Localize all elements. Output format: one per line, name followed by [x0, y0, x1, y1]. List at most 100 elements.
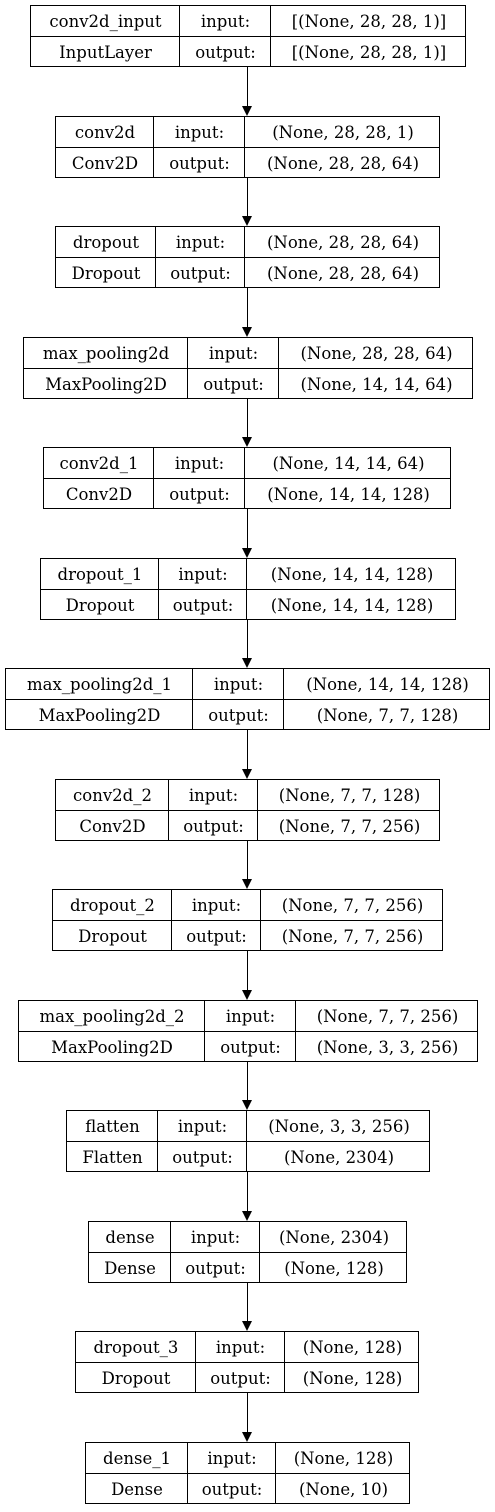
row-divider	[56, 810, 439, 811]
input-shape: [(None, 28, 28, 1)]	[291, 12, 447, 31]
arrowhead-icon	[242, 990, 252, 1000]
layer-name: max_pooling2d_1	[26, 675, 173, 694]
edge-arrow-line	[246, 1283, 248, 1322]
output-label: output:	[210, 1369, 271, 1388]
edge-arrow-line	[246, 730, 248, 770]
input-shape: (None, 28, 28, 64)	[266, 233, 420, 252]
edge-arrow-line	[246, 841, 248, 880]
output-shape: (None, 7, 7, 128)	[316, 706, 459, 725]
input-label: input:	[190, 1228, 241, 1247]
arrowhead-icon	[242, 106, 252, 116]
layer-type: MaxPooling2D	[38, 706, 161, 725]
layer-name: conv2d_1	[59, 454, 139, 473]
arrowhead-icon	[242, 1321, 252, 1331]
row-divider	[56, 257, 439, 258]
input-label: input:	[177, 1117, 228, 1136]
output-label: output:	[201, 1480, 263, 1499]
layer-type: Conv2D	[65, 485, 133, 504]
output-label: output:	[186, 927, 247, 946]
input-label: input:	[178, 565, 228, 584]
layer-name: dense_1	[103, 1449, 171, 1468]
output-label: output:	[172, 1148, 233, 1167]
row-divider	[44, 478, 450, 479]
row-divider	[31, 36, 465, 37]
input-shape: (None, 2304)	[278, 1228, 390, 1247]
arrowhead-icon	[242, 548, 252, 558]
layer-name: dropout_1	[57, 565, 143, 584]
arrowhead-icon	[242, 658, 252, 668]
output-shape: (None, 14, 14, 128)	[267, 485, 430, 504]
layer-type: Dense	[104, 1259, 156, 1278]
layer-name: max_pooling2d_2	[39, 1007, 185, 1026]
output-label: output:	[203, 375, 264, 394]
output-label: output:	[185, 1259, 246, 1278]
output-shape: (None, 7, 7, 256)	[278, 817, 421, 836]
input-label: input:	[188, 786, 239, 805]
arrowhead-icon	[242, 879, 252, 889]
input-shape: (None, 14, 14, 128)	[306, 675, 469, 694]
output-label: output:	[169, 154, 230, 173]
layer-name: conv2d_2	[73, 786, 152, 805]
row-divider	[41, 589, 455, 590]
output-shape: (None, 28, 28, 64)	[266, 264, 420, 283]
input-label: input:	[175, 233, 226, 252]
layer-name: dropout	[72, 233, 140, 252]
layer-type: Dropout	[71, 264, 141, 283]
input-shape: (None, 128)	[293, 1449, 394, 1468]
input-shape: (None, 3, 3, 256)	[268, 1117, 410, 1136]
output-shape: (None, 14, 14, 64)	[300, 375, 453, 394]
layer-name: conv2d_input	[49, 12, 162, 31]
edge-arrow-line	[246, 620, 248, 659]
output-shape: (None, 3, 3, 256)	[316, 1038, 459, 1057]
output-label: output:	[220, 1038, 281, 1057]
layer-type: Conv2D	[79, 817, 146, 836]
output-label: output:	[195, 43, 256, 62]
layer-type: MaxPooling2D	[45, 375, 167, 394]
edge-arrow-line	[246, 1172, 248, 1212]
arrowhead-icon	[242, 216, 252, 226]
row-divider	[56, 147, 439, 148]
arrowhead-icon	[242, 1211, 252, 1221]
row-divider	[24, 368, 472, 369]
layer-name: conv2d	[74, 123, 136, 142]
input-shape: (None, 7, 7, 256)	[281, 896, 424, 915]
layer-type: Dense	[111, 1480, 163, 1499]
output-shape: (None, 14, 14, 128)	[270, 596, 434, 615]
input-label: input:	[207, 1449, 257, 1468]
input-shape: (None, 7, 7, 128)	[278, 786, 421, 805]
layer-name: dropout_3	[93, 1338, 179, 1357]
input-shape: (None, 14, 14, 64)	[272, 454, 425, 473]
output-label: output:	[208, 706, 269, 725]
output-label: output:	[170, 264, 231, 283]
edge-arrow-line	[246, 1393, 248, 1433]
output-shape: [(None, 28, 28, 1)]	[291, 43, 447, 62]
input-label: input:	[213, 675, 264, 694]
layer-name: dense	[105, 1228, 155, 1247]
layer-type: Conv2D	[71, 154, 139, 173]
input-shape: (None, 128)	[302, 1338, 403, 1357]
arrowhead-icon	[242, 1432, 252, 1442]
arrowhead-icon	[242, 327, 252, 337]
input-label: input:	[225, 1007, 276, 1026]
edge-arrow-line	[246, 509, 248, 549]
output-shape: (None, 28, 28, 64)	[266, 154, 420, 173]
output-label: output:	[172, 596, 234, 615]
input-label: input:	[174, 454, 225, 473]
layer-type: Dropout	[65, 596, 135, 615]
edge-arrow-line	[246, 399, 248, 438]
output-label: output:	[183, 817, 244, 836]
layer-name: dropout_2	[70, 896, 155, 915]
